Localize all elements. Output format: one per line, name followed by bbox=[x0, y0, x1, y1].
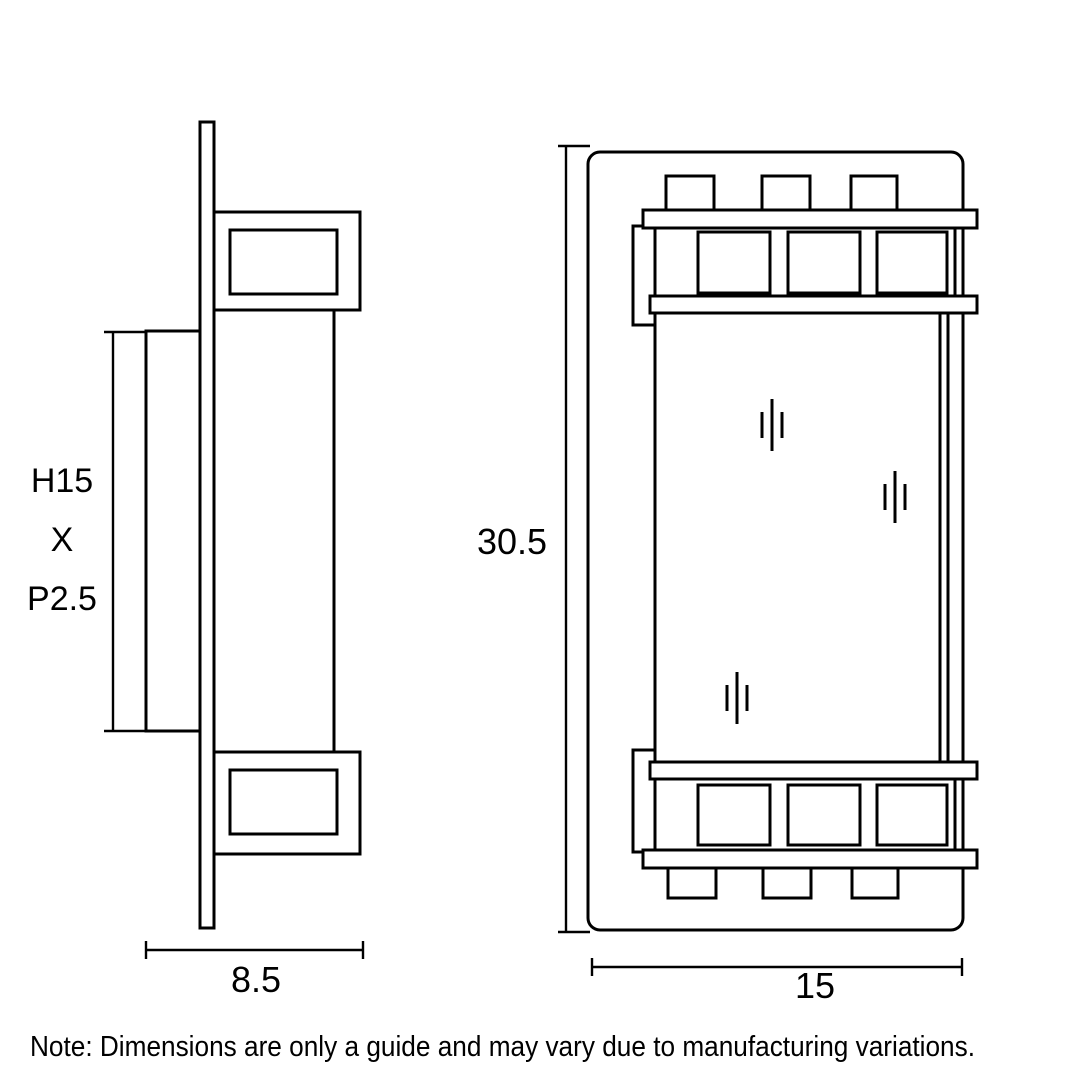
glass-mark-2 bbox=[883, 471, 907, 523]
front-view-drawing bbox=[586, 150, 979, 932]
front-width-dimension: 15 bbox=[590, 958, 964, 1006]
footer-note: Note: Dimensions are only a guide and ma… bbox=[30, 1031, 975, 1063]
glass-mark-3 bbox=[725, 672, 749, 724]
front-bottom-rail-lower bbox=[641, 848, 979, 870]
front-top-tab-2 bbox=[760, 174, 812, 216]
glass-mark-1 bbox=[760, 399, 784, 451]
side-top-bracket-opening bbox=[228, 228, 339, 296]
front-top-rail-lower bbox=[648, 294, 979, 315]
front-bottom-opening-2 bbox=[786, 783, 862, 847]
front-bottom-rail-upper bbox=[648, 760, 979, 781]
side-backplate bbox=[198, 120, 216, 930]
front-top-opening-1 bbox=[696, 230, 772, 295]
side-dim-label-line2: X bbox=[51, 521, 74, 559]
side-width-dimension: 8.5 bbox=[144, 941, 365, 1000]
side-height-dimension: H15 X P2.5 bbox=[27, 330, 146, 733]
side-bottom-bracket-opening bbox=[228, 768, 339, 836]
front-width-dim-label: 15 bbox=[795, 965, 835, 1006]
front-height-dimension: 30.5 bbox=[477, 144, 590, 934]
front-height-dim-label: 30.5 bbox=[477, 521, 547, 562]
side-width-dim-label: 8.5 bbox=[231, 959, 281, 1000]
front-bottom-opening-3 bbox=[875, 783, 949, 847]
front-bottom-tab-2 bbox=[761, 864, 813, 900]
front-top-tab-3 bbox=[849, 174, 899, 216]
side-view-drawing bbox=[144, 120, 362, 930]
front-top-rail-upper bbox=[641, 208, 979, 230]
front-bottom-tab-1 bbox=[666, 864, 718, 900]
front-top-opening-2 bbox=[786, 230, 862, 295]
front-bottom-tab-3 bbox=[850, 864, 900, 900]
side-dim-label-line3: P2.5 bbox=[27, 580, 97, 618]
front-top-tab-1 bbox=[664, 174, 716, 216]
side-body-box bbox=[144, 329, 202, 733]
side-dim-label-line1: H15 bbox=[31, 462, 93, 500]
front-bottom-opening-1 bbox=[696, 783, 772, 847]
front-glass-panel bbox=[653, 311, 950, 764]
front-top-opening-3 bbox=[875, 230, 949, 295]
